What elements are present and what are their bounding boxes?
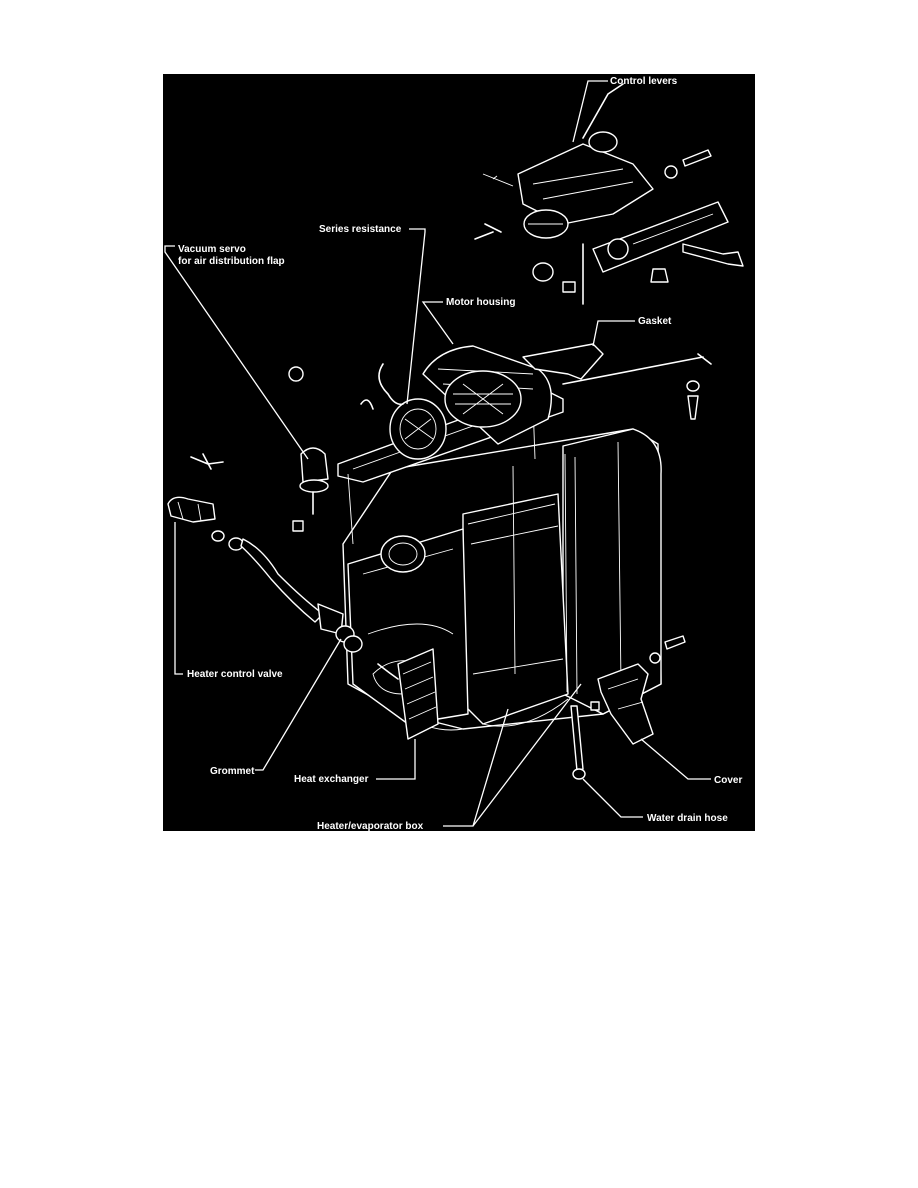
diagram-svg: Control levers Series resistance Vacuum … (163, 74, 755, 832)
label-series-resistance: Series resistance (319, 224, 402, 235)
label-gasket: Gasket (638, 316, 672, 327)
label-cover: Cover (714, 775, 742, 786)
label-vacuum-servo-line1: Vacuum servo (178, 244, 246, 255)
water-drain-hose-drawing (570, 705, 586, 780)
label-heater-control-valve: Heater control valve (187, 669, 283, 680)
vacuum-servo-drawing (190, 366, 374, 532)
heater-assembly-diagram: Control levers Series resistance Vacuum … (163, 74, 755, 832)
leader-lines (164, 80, 711, 827)
label-vacuum-servo-line2: for air distribution flap (178, 256, 285, 267)
label-heater-evaporator-box: Heater/evaporator box (317, 821, 424, 831)
motor-housing-drawing (378, 345, 552, 460)
label-grommet: Grommet (210, 766, 255, 777)
heat-exchanger-drawing (377, 648, 439, 740)
label-water-drain-hose: Water drain hose (647, 813, 728, 824)
label-heat-exchanger: Heat exchanger (294, 774, 369, 785)
heater-control-valve-drawing (167, 496, 363, 653)
label-motor-housing: Motor housing (446, 297, 515, 308)
control-levers-drawing (474, 83, 744, 305)
cover-drawing (590, 635, 686, 745)
label-control-levers: Control levers (610, 76, 678, 87)
